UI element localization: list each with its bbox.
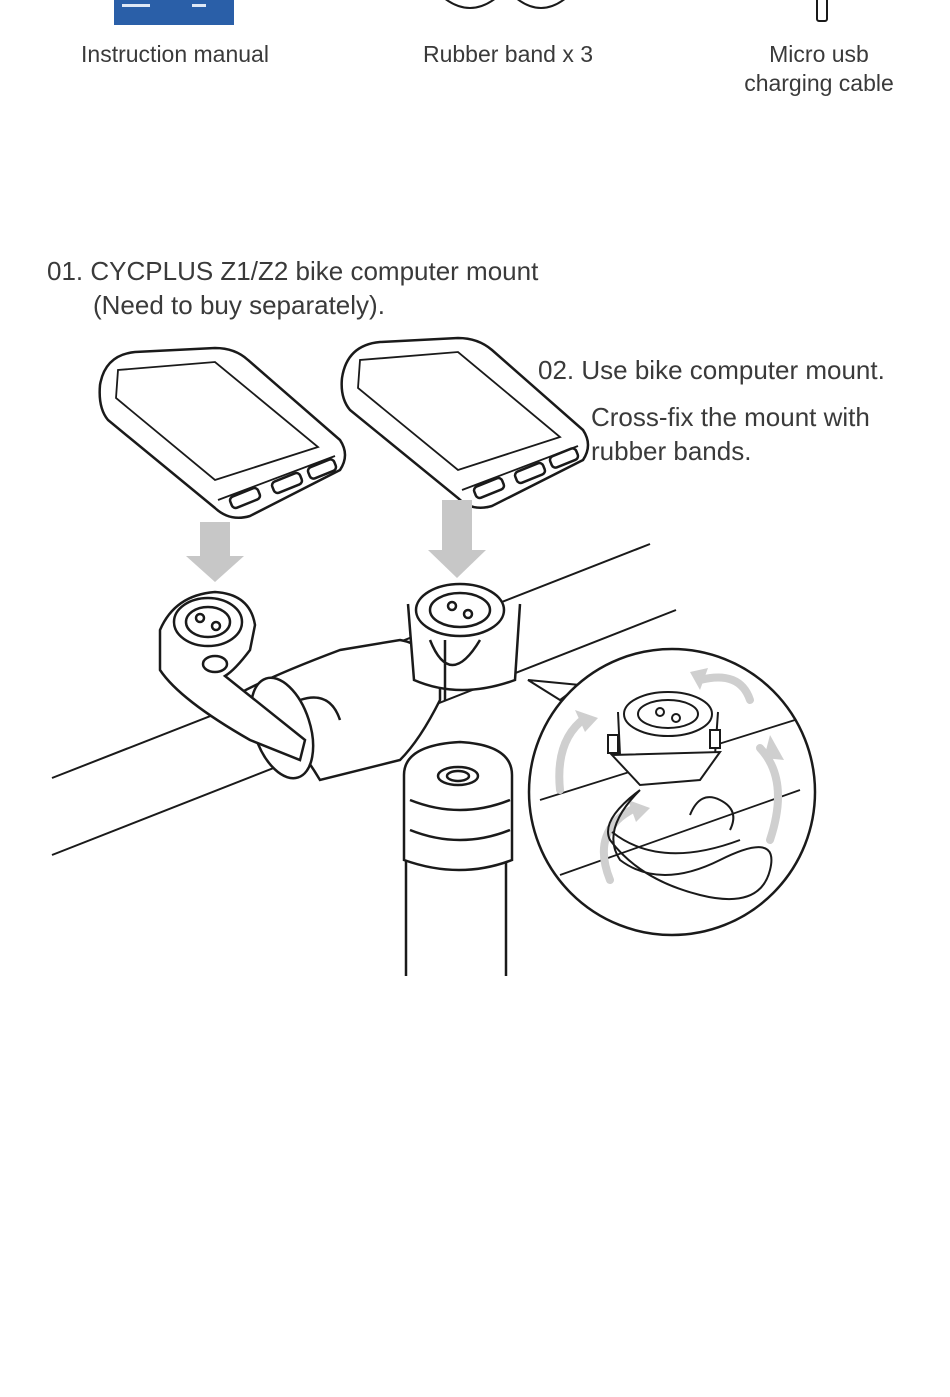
- accessory-label-manual: Instruction manual: [40, 40, 310, 69]
- detail-callout: [528, 649, 815, 935]
- step1-note: (Need to buy separately).: [93, 288, 385, 322]
- usb-cable-icon: [817, 0, 827, 21]
- down-arrow-icon: [186, 522, 244, 582]
- step2-instruction-line1: Cross-fix the mount with: [591, 400, 870, 434]
- booklet-icon: [114, 0, 234, 25]
- step2-title: 02. Use bike computer mount.: [538, 353, 885, 387]
- step2-instruction-line2: rubber bands.: [591, 434, 751, 468]
- steerer-tube: [404, 742, 512, 980]
- accessory-label-usb-cable: Micro usb charging cable: [700, 40, 938, 98]
- step1-title: 01. CYCPLUS Z1/Z2 bike computer mount: [47, 254, 538, 288]
- accessory-label-rubber-band: Rubber band x 3: [380, 40, 636, 69]
- down-arrow-icon: [428, 500, 486, 578]
- rubber-band-icon: [444, 0, 566, 8]
- bike-computer-left: [100, 348, 345, 518]
